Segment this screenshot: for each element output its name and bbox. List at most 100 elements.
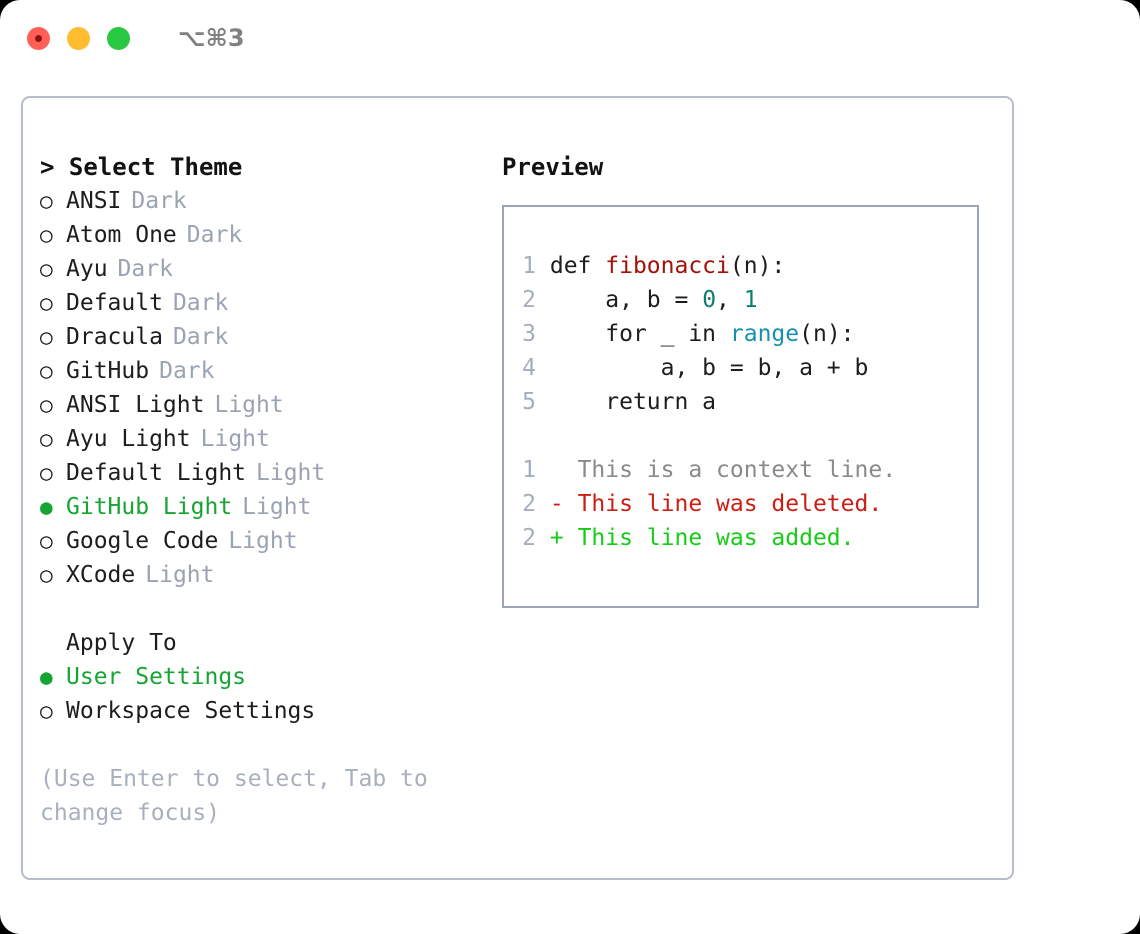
code-line: 4 a, b = b, a + b (516, 351, 896, 385)
preview-header: Preview (502, 153, 604, 181)
line-number: 1 (522, 457, 536, 483)
radio-selected-icon[interactable]: ● (40, 665, 53, 689)
theme-option-tag: Light (145, 562, 215, 588)
code-token: fibonacci (605, 253, 730, 279)
theme-option-default-light[interactable]: ○ Default Light Light (40, 456, 500, 490)
diff-line-ctx: 1 This is a context line. (516, 453, 896, 487)
code-line: 1 def fibonacci(n): (516, 249, 896, 283)
theme-option-label: XCode (66, 562, 136, 588)
theme-option-label: ANSI Light (66, 392, 205, 418)
code-line: 2 a, b = 0, 1 (516, 283, 896, 317)
theme-option-dracula[interactable]: ○ Dracula Dark (40, 320, 500, 354)
code-token: def (549, 253, 606, 279)
window-controls (27, 26, 130, 50)
code-token: 0 (702, 287, 717, 313)
theme-option-tag: Dark (172, 324, 229, 350)
diff-text: This line was deleted. (577, 491, 883, 517)
theme-option-ansi[interactable]: ○ ANSI Dark (40, 184, 500, 218)
line-number: 3 (522, 321, 536, 347)
line-number: 4 (522, 355, 536, 381)
diff-marker: + (549, 525, 578, 551)
code-line: 5 return a (516, 385, 896, 419)
theme-option-ayu-light[interactable]: ○ Ayu Light Light (40, 422, 500, 456)
radio-unselected-icon[interactable]: ○ (40, 223, 53, 247)
theme-option-github[interactable]: ○ GitHub Dark (40, 354, 500, 388)
radio-unselected-icon[interactable]: ○ (40, 529, 53, 553)
theme-option-label: ANSI (66, 188, 122, 214)
theme-option-label: Dracula (66, 324, 163, 350)
line-number: 5 (522, 389, 536, 415)
radio-unselected-icon[interactable]: ○ (40, 393, 53, 417)
theme-option-tag: Dark (159, 358, 215, 384)
theme-option-tag: Light (200, 426, 270, 452)
theme-option-tag: Dark (117, 256, 173, 282)
radio-unselected-icon[interactable]: ○ (40, 291, 53, 315)
theme-option-github-light[interactable]: ● GitHub Light Light (40, 490, 500, 524)
theme-option-label: Ayu Light (66, 426, 191, 452)
line-number: 2 (522, 525, 536, 551)
code-token: , (716, 287, 744, 313)
code-line: 3 for _ in range(n): (516, 317, 896, 351)
theme-option-tag: Light (256, 460, 326, 486)
apply-to-header: Apply To (66, 630, 177, 656)
theme-option-tag: Dark (172, 290, 229, 316)
theme-option-label: Google Code (66, 528, 219, 554)
radio-unselected-icon[interactable]: ○ (40, 189, 53, 213)
theme-option-default[interactable]: ○ Default Dark (40, 286, 500, 320)
zoom-icon[interactable] (107, 26, 130, 50)
code-blank-line (516, 419, 896, 453)
theme-option-label: Default (66, 290, 163, 316)
radio-unselected-icon[interactable]: ○ (40, 699, 53, 723)
minimize-icon[interactable] (67, 26, 90, 50)
theme-option-tag: Light (242, 494, 312, 520)
keyboard-shortcut-label: ⌥⌘3 (178, 24, 245, 52)
theme-option-google-code[interactable]: ○ Google Code Light (40, 524, 500, 558)
radio-unselected-icon[interactable]: ○ (40, 427, 53, 451)
theme-option-tag: Dark (131, 188, 187, 214)
radio-unselected-icon[interactable]: ○ (40, 563, 53, 587)
theme-option-ayu[interactable]: ○ Ayu Dark (40, 252, 500, 286)
radio-selected-icon[interactable]: ● (40, 495, 53, 519)
preview-column: Preview 1 def fibonacci(n):2 a, b = 0, 1… (502, 150, 1002, 608)
code-token: (n): (799, 321, 855, 347)
theme-option-label: Atom One (66, 222, 177, 248)
line-number: 2 (522, 287, 536, 313)
code-token: a, b = b, a + b (549, 355, 869, 381)
close-icon[interactable] (27, 26, 50, 50)
code-token: return a (549, 389, 717, 415)
line-number: 1 (522, 253, 536, 279)
apply-option-user-settings[interactable]: ● User Settings (40, 660, 500, 694)
diff-text: This line was added. (577, 525, 855, 551)
diff-text: This is a context line. (577, 457, 897, 483)
diff-line-add: 2 + This line was added. (516, 521, 896, 555)
apply-option-label: User Settings (66, 664, 247, 690)
code-token: range (729, 321, 800, 347)
theme-option-label: Ayu (66, 256, 108, 282)
keyboard-hint-text: (Use Enter to select, Tab to change focu… (40, 766, 428, 826)
radio-unselected-icon[interactable]: ○ (40, 359, 53, 383)
section-spacer (40, 592, 500, 626)
theme-option-label: Default Light (66, 460, 247, 486)
theme-option-label: GitHub (66, 358, 150, 384)
apply-option-label: Workspace Settings (66, 698, 316, 724)
code-token: 1 (743, 287, 758, 313)
radio-unselected-icon[interactable]: ○ (40, 257, 53, 281)
radio-unselected-icon[interactable]: ○ (40, 461, 53, 485)
apply-option-workspace-settings[interactable]: ○ Workspace Settings (40, 694, 500, 728)
apply-to-option-list: ● User Settings ○ Workspace Settings (40, 660, 500, 728)
code-token: a, b = (549, 287, 703, 313)
theme-option-label: GitHub Light (66, 494, 233, 520)
theme-option-xcode[interactable]: ○ XCode Light (40, 558, 500, 592)
radio-unselected-icon[interactable]: ○ (40, 325, 53, 349)
theme-option-tag: Light (228, 528, 298, 554)
select-theme-header: > Select Theme (40, 153, 243, 181)
diff-line-del: 2 - This line was deleted. (516, 487, 896, 521)
line-number: 2 (522, 491, 536, 517)
